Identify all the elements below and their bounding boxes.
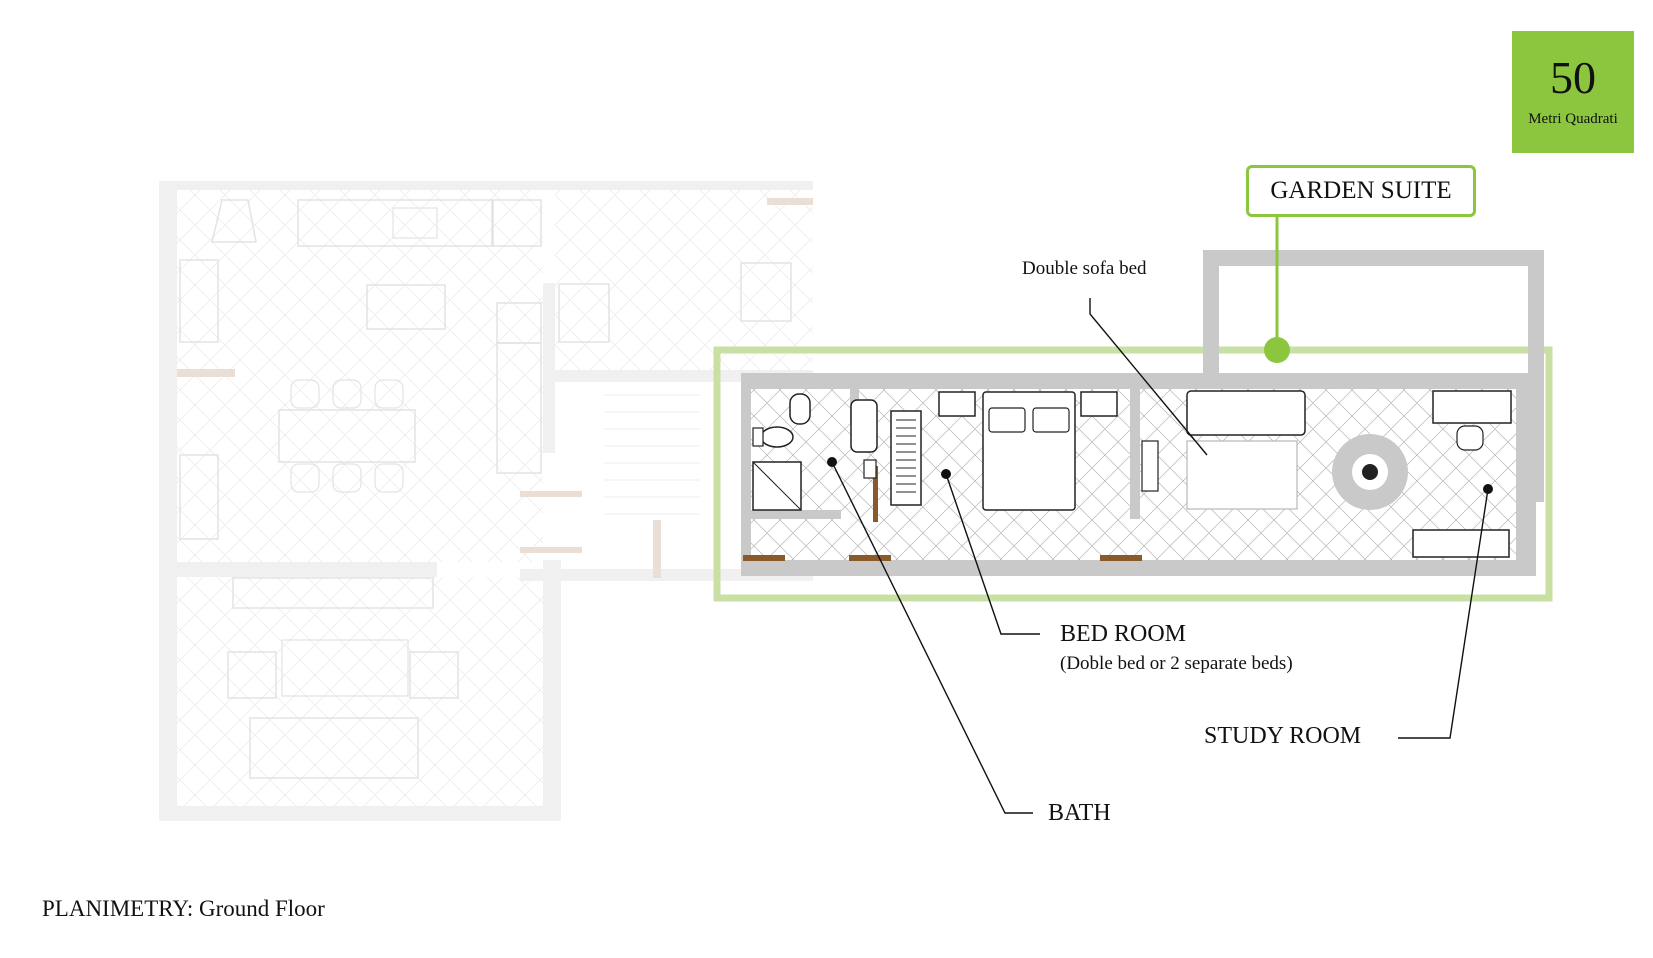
toilet [760, 426, 794, 448]
leader-bath [831, 461, 1033, 814]
faded-wall-bottom [159, 806, 561, 821]
faded-armchair-right [409, 651, 459, 699]
small-cabinet [863, 459, 877, 479]
faded-chair-4 [290, 463, 320, 493]
label-bed-room: BED ROOM [1060, 621, 1187, 647]
faded-counter-vertical [496, 342, 542, 474]
bed-wall-right [1130, 389, 1140, 519]
faded-hood [211, 199, 257, 243]
leader-lines [831, 298, 1489, 814]
faded-floor-living [177, 577, 543, 806]
pillow-right [1032, 407, 1070, 433]
door-bed [849, 555, 891, 561]
faded-chair-5 [332, 463, 362, 493]
suite-wall-top [741, 373, 1536, 389]
plan-caption: PLANIMETRY: Ground Floor [42, 896, 325, 922]
faded-floor-kitchen [177, 190, 543, 562]
suite-highlight-frame [713, 346, 1553, 602]
faded-bench-top [179, 259, 219, 343]
suite-name-tag: GARDEN SUITE [1246, 165, 1476, 217]
faded-counter [297, 199, 493, 247]
wardrobe-hangers [896, 419, 916, 493]
faded-island [366, 284, 446, 330]
toilet-tank [752, 427, 764, 447]
faded-door-3 [520, 547, 582, 553]
faded-door-5 [767, 198, 813, 205]
nightstand-left [938, 391, 976, 417]
bidet [789, 393, 811, 425]
area-value: 50 [1550, 52, 1596, 103]
area-badge: 50 Metri Quadrati [1512, 31, 1634, 153]
marker-bed-room [941, 469, 951, 479]
faded-door-2 [520, 491, 582, 497]
bookshelf [1412, 529, 1510, 558]
label-bath: BATH [1048, 800, 1111, 826]
faded-fridge [492, 199, 542, 247]
plan-caption-prefix: PLANIMETRY: [42, 896, 194, 921]
faded-rug [281, 639, 409, 697]
door-bath-inner [873, 466, 878, 522]
leader-bed-room [945, 473, 1040, 635]
door-bath [743, 555, 785, 561]
faded-stairs [604, 394, 700, 515]
garden-suite [713, 250, 1553, 602]
faded-bench-bottom [179, 454, 219, 540]
suite-wall-right [1516, 373, 1536, 576]
faded-door-1 [177, 369, 235, 377]
faded-sink [392, 207, 438, 239]
side-cabinet [1141, 440, 1159, 492]
faded-dining-table [278, 409, 416, 463]
pillow-left [988, 407, 1026, 433]
bath-wall-bottom [751, 510, 841, 519]
faded-wall-inner [543, 283, 555, 453]
faded-chair-1 [290, 379, 320, 409]
faded-washer-1 [558, 283, 610, 343]
faded-wall-corridor-bottom [520, 569, 813, 581]
label-sofa-bed: Double sofa bed [1022, 258, 1147, 279]
marker-bath [827, 457, 837, 467]
suite-wall-left [741, 373, 751, 576]
nightstand-right [1080, 391, 1118, 417]
wardrobe [890, 410, 922, 506]
door-living [1100, 555, 1142, 561]
leader-study-room [1398, 488, 1489, 739]
faded-door-4 [653, 520, 661, 578]
sofa-bed [1186, 390, 1306, 436]
faded-armchair-left [227, 651, 277, 699]
faded-wall-outer [159, 181, 813, 190]
faded-washer-2 [740, 262, 792, 322]
label-study-room: STUDY ROOM [1204, 723, 1362, 749]
desk [1432, 390, 1512, 424]
area-unit: Metri Quadrati [1528, 111, 1618, 127]
faded-wall-left [159, 181, 177, 821]
suite-wall-bottom [741, 560, 1536, 576]
wash-basin [850, 399, 878, 453]
faded-chair-3 [374, 379, 404, 409]
faded-tv-unit [232, 577, 434, 609]
faded-wall-right-lower [543, 560, 561, 821]
suite-tag-marker [1264, 337, 1290, 363]
faded-apartment [159, 181, 813, 821]
faded-chair-6 [374, 463, 404, 493]
leader-sofa-bed [1089, 298, 1208, 456]
faded-sofa [249, 717, 419, 779]
plan-caption-floor: Ground Floor [198, 896, 325, 921]
label-bed-room-note: (Doble bed or 2 separate beds) [1060, 653, 1293, 674]
marker-study-room [1483, 484, 1493, 494]
faded-floor-right [555, 190, 813, 370]
faded-chair-2 [332, 379, 362, 409]
desk-chair [1456, 425, 1484, 451]
faded-wall-mid [177, 562, 437, 577]
